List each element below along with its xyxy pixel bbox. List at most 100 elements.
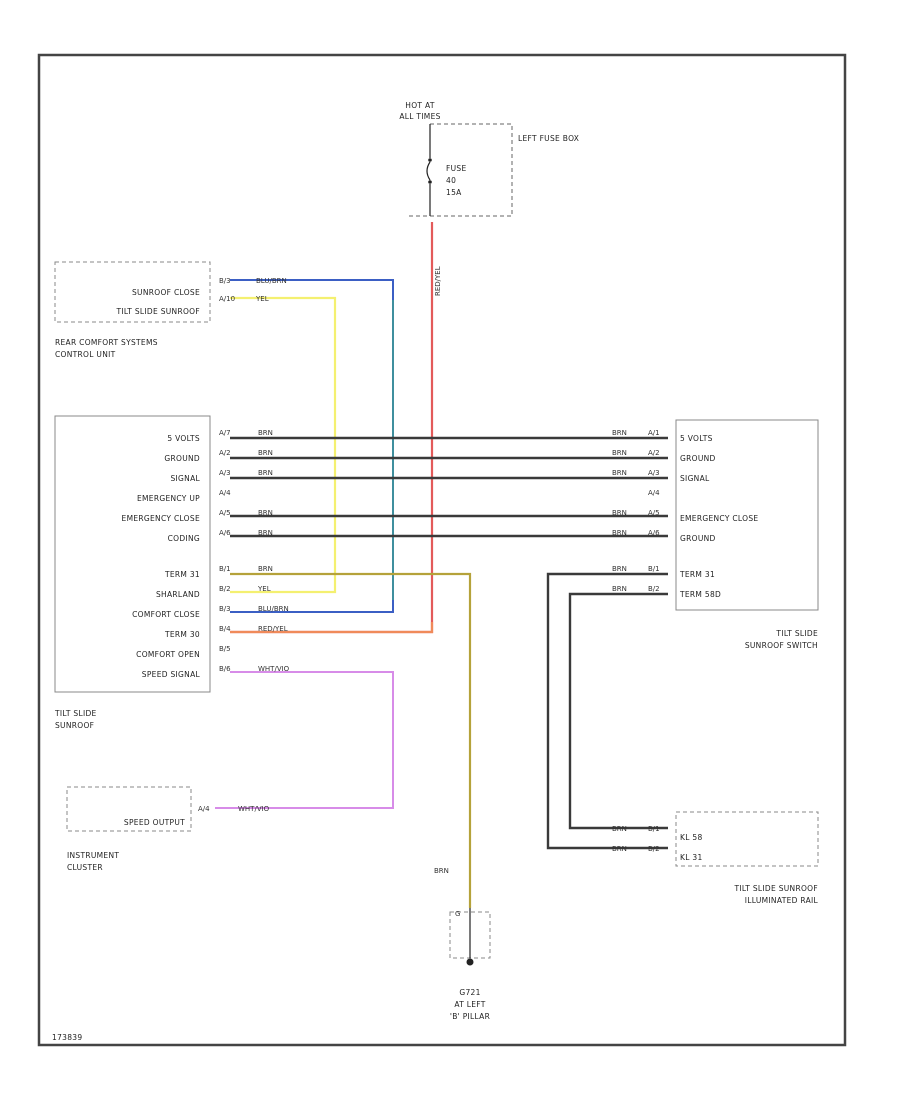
- sunroof-caption-1: TILT SLIDE: [54, 709, 97, 718]
- fuse-label: FUSE: [446, 164, 467, 173]
- sunroof-wire-5: BRN: [258, 529, 273, 537]
- sunroof-pin-8: B/3: [219, 605, 231, 613]
- fuse-number: 40: [446, 176, 456, 185]
- wire-brn-ground: [230, 572, 472, 908]
- switch-wire-5: BRN: [612, 529, 627, 537]
- sunroof-pin-9: B/4: [219, 625, 231, 633]
- instrument-cluster: SPEED OUTPUT A/4 WHT/VIO INSTRUMENT CLUS…: [66, 786, 270, 872]
- sunroof-pin-text-5: CODING: [168, 534, 200, 543]
- switch-pin-list: 5 VOLTSA/1BRNGROUNDA/2BRNSIGNALA/3BRNA/4…: [612, 429, 758, 599]
- left-fuse-box: HOT AT ALL TIMES LEFT FUSE BOX FUSE 40 1…: [399, 101, 579, 217]
- rail-pin-text-0: KL 58: [680, 833, 703, 842]
- sunroof-pin-text-6: TERM 31: [164, 570, 200, 579]
- ground-g721: BRN G G721 AT LEFT 'B' PILLAR: [434, 867, 491, 1021]
- fuse-box-label: LEFT FUSE BOX: [518, 134, 579, 143]
- sunroof-pin-text-7: SHARLAND: [156, 590, 200, 599]
- switch-pin-2: A/3: [648, 469, 660, 477]
- ground-pin: G: [455, 910, 460, 918]
- cluster-caption-1: INSTRUMENT: [67, 851, 119, 860]
- switch-wire-1: BRN: [612, 449, 627, 457]
- sunroof-pin-text-2: SIGNAL: [170, 474, 200, 483]
- sunroof-wire-6: BRN: [258, 565, 273, 573]
- rear-wire-1: YEL: [255, 295, 269, 303]
- sunroof-pin-text-3: EMERGENCY UP: [137, 494, 200, 503]
- switch-pin-4: A/5: [648, 509, 660, 517]
- sunroof-pin-text-0: 5 VOLTS: [167, 434, 200, 443]
- fuse-wire-label: RED/YEL: [434, 266, 442, 296]
- rear-wire-0: BLU/BRN: [256, 277, 287, 285]
- sunroof-pin-4: A/5: [219, 509, 231, 517]
- rail-pin-text-1: KL 31: [680, 853, 703, 862]
- sunroof-wire-2: BRN: [258, 469, 273, 477]
- wire-yel: [230, 296, 337, 594]
- sunroof-wire-0: BRN: [258, 429, 273, 437]
- cluster-caption-2: CLUSTER: [67, 863, 103, 872]
- fuse-rating: 15A: [446, 188, 462, 197]
- switch-pin-0: A/1: [648, 429, 660, 437]
- sunroof-pin-text-1: GROUND: [164, 454, 200, 463]
- switch-pin-6: B/1: [648, 565, 660, 573]
- switch-wire-4: BRN: [612, 509, 627, 517]
- diagram-id: 173839: [52, 1033, 82, 1042]
- ground-caption-2: AT LEFT: [454, 1000, 485, 1009]
- switch-pin-text-5: GROUND: [680, 534, 716, 543]
- rear-comfort-control-unit: SUNROOF CLOSE TILT SLIDE SUNROOF B/3 A/1…: [54, 261, 287, 359]
- switch-pin-5: A/6: [648, 529, 660, 537]
- cluster-pin: A/4: [198, 805, 210, 813]
- switch-pin-text-1: GROUND: [680, 454, 716, 463]
- all-times-label: ALL TIMES: [399, 112, 440, 121]
- switch-wire-0: BRN: [612, 429, 627, 437]
- sunroof-caption-2: SUNROOF: [55, 721, 94, 730]
- rear-pin-text-0: SUNROOF CLOSE: [132, 288, 200, 297]
- rear-pin-1: A/10: [219, 295, 235, 303]
- cluster-pin-text: SPEED OUTPUT: [124, 818, 185, 827]
- sunroof-wire-9: RED/YEL: [258, 625, 288, 633]
- rail-caption-1: TILT SLIDE SUNROOF: [733, 884, 818, 893]
- wire-term31-kl31: [546, 572, 668, 850]
- switch-wire-2: BRN: [612, 469, 627, 477]
- rear-comfort-caption-1: REAR COMFORT SYSTEMS: [55, 338, 158, 347]
- tilt-slide-sunroof-switch: TILT SLIDE SUNROOF SWITCH: [675, 419, 819, 650]
- rear-comfort-caption-2: CONTROL UNIT: [55, 350, 116, 359]
- switch-wire-7: BRN: [612, 585, 627, 593]
- sunroof-pin-text-8: COMFORT CLOSE: [132, 610, 200, 619]
- wires: [215, 222, 668, 908]
- sunroof-pin-2: A/3: [219, 469, 231, 477]
- diagram-frame: [37, 53, 847, 1047]
- sunroof-pin-3: A/4: [219, 489, 231, 497]
- sunroof-pin-7: B/2: [219, 585, 231, 593]
- cluster-wire: WHT/VIO: [238, 805, 270, 813]
- wire-term58d-kl58: [568, 592, 668, 830]
- sunroof-wire-1: BRN: [258, 449, 273, 457]
- sunroof-pin-5: A/6: [219, 529, 231, 537]
- sunroof-pin-text-10: COMFORT OPEN: [136, 650, 200, 659]
- sunroof-wire-4: BRN: [258, 509, 273, 517]
- switch-pin-1: A/2: [648, 449, 660, 457]
- rear-pin-0: B/3: [219, 277, 231, 285]
- sunroof-wire-7: YEL: [257, 585, 271, 593]
- switch-pin-text-2: SIGNAL: [680, 474, 710, 483]
- sunroof-pin-11: B/6: [219, 665, 231, 673]
- sunroof-pin-10: B/5: [219, 645, 231, 653]
- switch-caption-1: TILT SLIDE: [775, 629, 818, 638]
- hot-at-label: HOT AT: [405, 101, 435, 110]
- illuminated-rail: KL 58 KL 31 B/1 B/2 BRN BRN TILT SLIDE S…: [612, 811, 819, 905]
- sunroof-pin-1: A/2: [219, 449, 231, 457]
- fuse-icon: [426, 161, 431, 181]
- ground-icon: [466, 958, 474, 966]
- switch-pin-text-0: 5 VOLTS: [680, 434, 713, 443]
- rail-wire-0: BRN: [612, 825, 627, 833]
- wire-wht-vio: [215, 671, 394, 809]
- tilt-slide-sunroof: TILT SLIDE SUNROOF: [54, 415, 211, 730]
- sunroof-pin-text-11: SPEED SIGNAL: [142, 670, 201, 679]
- switch-wire-6: BRN: [612, 565, 627, 573]
- rail-caption-2: ILLUMINATED RAIL: [745, 896, 819, 905]
- sunroof-pin-6: B/1: [219, 565, 231, 573]
- switch-pin-text-7: TERM 58D: [679, 590, 721, 599]
- rail-wire-1: BRN: [612, 845, 627, 853]
- switch-pin-3: A/4: [648, 489, 660, 497]
- sunroof-wire-11: WHT/VIO: [258, 665, 290, 673]
- sunroof-pin-0: A/7: [219, 429, 231, 437]
